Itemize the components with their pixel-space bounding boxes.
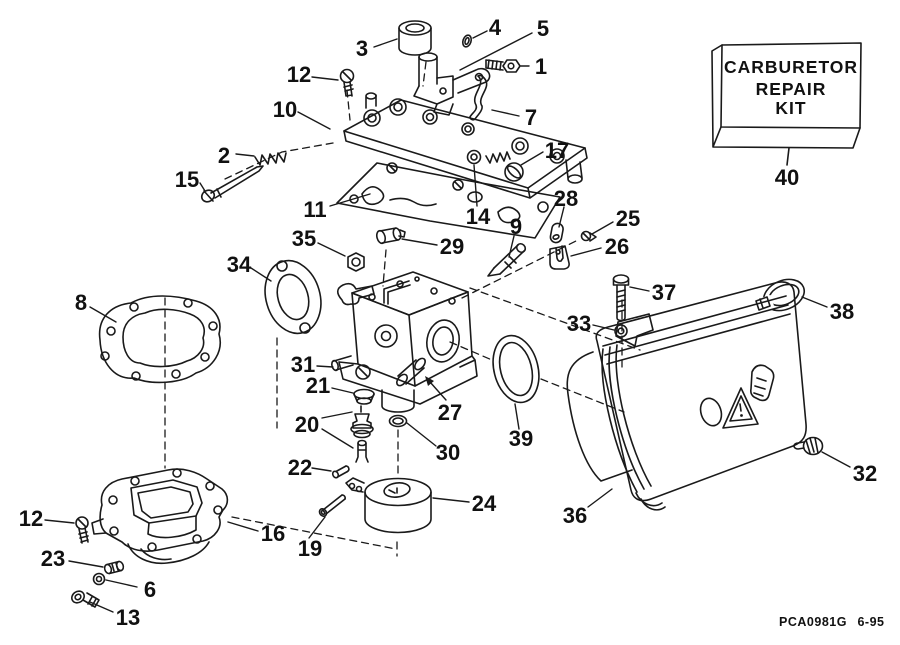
part-clip-26 bbox=[549, 245, 570, 270]
part-bolt-1 bbox=[485, 59, 521, 73]
part-spring-2 bbox=[254, 152, 287, 166]
footer-date-code: 6-95 bbox=[857, 615, 884, 629]
part-label-8: 8 bbox=[75, 290, 87, 315]
part-pin-22 bbox=[331, 465, 350, 479]
part-label-4: 4 bbox=[489, 15, 502, 40]
part-label-7: 7 bbox=[525, 105, 537, 130]
part-nut-6 bbox=[92, 572, 106, 586]
part-carburetor-body bbox=[331, 271, 478, 413]
part-plug-29 bbox=[375, 227, 406, 245]
kit-box-line-2: REPAIR bbox=[756, 79, 827, 99]
part-label-17: 17 bbox=[545, 138, 569, 163]
part-cap-3 bbox=[398, 20, 432, 56]
part-flange-gasket-34 bbox=[264, 259, 322, 335]
part-label-11: 11 bbox=[303, 197, 326, 222]
part-label-24: 24 bbox=[472, 491, 497, 516]
part-seat-21 bbox=[353, 388, 375, 405]
part-label-40: 40 bbox=[775, 165, 799, 190]
part-screw-spring-17 bbox=[485, 151, 524, 182]
part-label-36: 36 bbox=[563, 503, 587, 528]
part-label-14: 14 bbox=[466, 204, 491, 229]
part-plug-32 bbox=[793, 436, 824, 456]
part-label-32: 32 bbox=[853, 461, 877, 486]
part-label-23: 23 bbox=[41, 546, 65, 571]
caution-emblem-icon bbox=[750, 364, 775, 402]
part-label-1: 1 bbox=[535, 54, 547, 79]
part-seal-ring-39 bbox=[492, 334, 540, 404]
part-oring-4 bbox=[461, 34, 473, 48]
assembly-axis-lines bbox=[164, 61, 641, 557]
part-needle-screw-15 bbox=[200, 165, 264, 203]
part-label-27: 27 bbox=[438, 400, 462, 425]
part-label-25: 25 bbox=[616, 206, 640, 231]
part-label-34: 34 bbox=[227, 252, 252, 277]
part-nut-35 bbox=[347, 252, 365, 272]
part-label-9: 9 bbox=[510, 214, 522, 239]
part-label-10: 10 bbox=[273, 97, 297, 122]
footer-drawing-code: PCA0981G bbox=[779, 615, 847, 629]
part-plug-23 bbox=[103, 560, 125, 575]
part-label-35: 35 bbox=[292, 226, 316, 251]
part-screw-12-bottom bbox=[75, 516, 89, 544]
part-needle-valve-9 bbox=[487, 242, 527, 277]
part-label-5: 5 bbox=[537, 16, 549, 41]
part-gasket-8 bbox=[98, 295, 221, 384]
part-label-20: 20 bbox=[295, 412, 319, 437]
part-label-6: 6 bbox=[144, 577, 156, 602]
part-oring-14 bbox=[466, 149, 482, 165]
part-screw-12-top bbox=[339, 68, 355, 97]
part-label-22: 22 bbox=[288, 455, 312, 480]
part-label-19: 19 bbox=[298, 536, 322, 561]
part-label-38: 38 bbox=[830, 299, 854, 324]
part-label-33: 33 bbox=[567, 311, 591, 336]
part-top-cover-10 bbox=[343, 92, 588, 199]
part-silencer-cover-36 bbox=[566, 281, 807, 511]
part-label-31: 31 bbox=[291, 352, 315, 377]
part-label-2: 2 bbox=[218, 143, 230, 168]
part-number-labels: 3 4 5 1 12 10 7 2 17 15 11 14 28 9 25 26… bbox=[19, 15, 877, 630]
kit-box-line-3: KIT bbox=[775, 98, 806, 118]
part-washer-33 bbox=[614, 324, 628, 338]
kit-box-line-1: CARBURETOR bbox=[724, 57, 858, 77]
leader-lines bbox=[44, 30, 851, 613]
part-float-valve-20 bbox=[350, 405, 374, 463]
part-label-39: 39 bbox=[509, 426, 533, 451]
footer: PCA0981G 6-95 bbox=[779, 615, 884, 629]
part-bushing-28 bbox=[549, 222, 564, 244]
part-label-13: 13 bbox=[116, 605, 140, 630]
warning-triangle-icon bbox=[722, 387, 759, 429]
part-hinge-pin-19 bbox=[318, 494, 346, 518]
part-label-15: 15 bbox=[175, 167, 199, 192]
part-label-37: 37 bbox=[652, 280, 676, 305]
part-gasket-11 bbox=[336, 162, 561, 239]
repair-kit-box: CARBURETOR REPAIR KIT bbox=[711, 42, 862, 166]
part-label-16: 16 bbox=[261, 521, 285, 546]
part-label-30: 30 bbox=[436, 440, 460, 465]
part-bolt-37 bbox=[612, 274, 630, 322]
part-label-21: 21 bbox=[306, 373, 330, 398]
part-label-29: 29 bbox=[440, 234, 464, 259]
part-float-24 bbox=[345, 477, 432, 534]
part-label-26: 26 bbox=[605, 234, 629, 259]
part-float-bowl-16 bbox=[91, 468, 229, 565]
part-label-12-top: 12 bbox=[287, 62, 311, 87]
part-pump-body-5 bbox=[413, 52, 491, 116]
part-label-28: 28 bbox=[554, 186, 578, 211]
part-bolt-13 bbox=[71, 590, 100, 608]
part-label-12-bottom: 12 bbox=[19, 506, 43, 531]
part-label-3: 3 bbox=[356, 36, 368, 61]
part-clamp-38 bbox=[755, 278, 806, 314]
part-oring-30 bbox=[388, 414, 408, 428]
